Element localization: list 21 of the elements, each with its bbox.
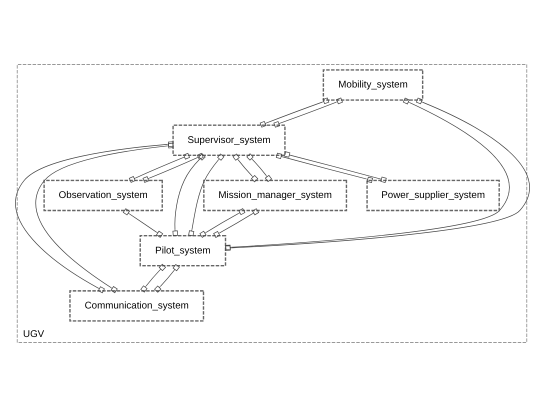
connector	[246, 153, 272, 182]
node-box: Communication_system	[69, 290, 204, 322]
node-box: Mobility_system	[322, 69, 424, 101]
connector	[213, 208, 260, 238]
node-box: Supervisor_system	[172, 124, 286, 156]
connector	[276, 152, 374, 183]
connector	[284, 151, 387, 183]
connector	[199, 208, 246, 238]
node-box: Observation_system	[43, 180, 163, 212]
connector	[122, 208, 164, 238]
connector	[172, 153, 206, 236]
connector	[260, 98, 330, 128]
connector	[154, 264, 180, 293]
connector	[128, 152, 190, 183]
node-box: Mission_manager_system	[203, 180, 348, 212]
connector	[232, 154, 258, 182]
connector	[142, 152, 204, 183]
connector	[273, 98, 343, 128]
connector	[140, 264, 166, 293]
connector	[188, 153, 224, 236]
node-box: Pilot_system	[140, 234, 226, 266]
